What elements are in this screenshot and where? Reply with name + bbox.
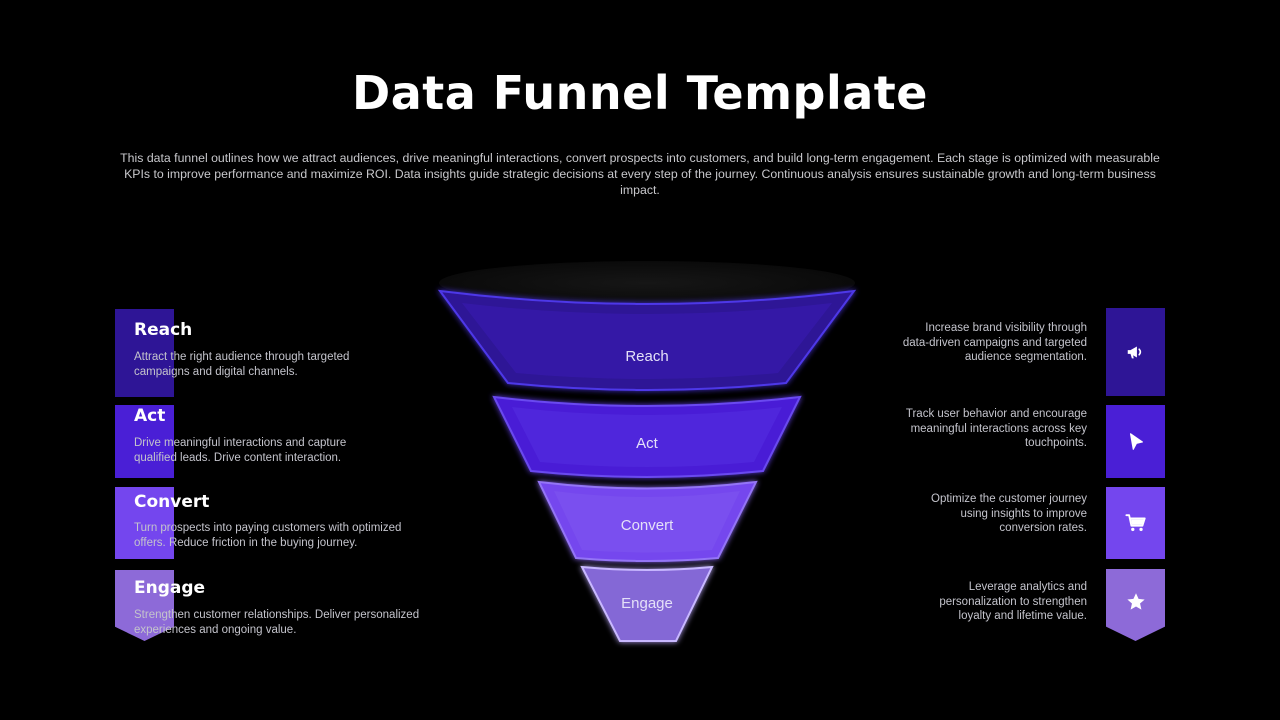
stage-ribbon-act — [115, 405, 174, 478]
slide-title: Data Funnel Template — [352, 66, 928, 120]
funnel-layer-reach-highlight — [462, 303, 832, 379]
funnel-label-reach: Reach — [625, 348, 668, 365]
funnel-layer-act-highlight — [512, 407, 782, 467]
funnel-layer-engage — [580, 565, 714, 642]
stage-ribbon-engage — [115, 570, 174, 641]
funnel-layer-convert-highlight — [554, 491, 740, 553]
stage-ribbon-convert — [115, 487, 174, 559]
stage-detail-reach: Increase brand visibility through data-d… — [902, 322, 1087, 363]
stage-icon-box-act — [1106, 405, 1165, 478]
stage-title-convert: Convert — [134, 492, 210, 512]
stage-ribbon-reach — [115, 309, 174, 397]
slide-description: This data funnel outlines how we attract… — [120, 151, 1160, 197]
star-icon — [1126, 593, 1145, 610]
funnel-diagram: Reach Act Convert Engage — [437, 261, 857, 642]
megaphone-icon — [1127, 346, 1141, 359]
cursor-icon — [1129, 432, 1143, 450]
stage-detail-act: Track user behavior and encourage meanin… — [905, 408, 1087, 449]
stage-icon-box-convert — [1106, 487, 1165, 559]
shopping-cart-icon — [1124, 514, 1146, 532]
stage-title-engage: Engage — [134, 578, 206, 598]
funnel-top-opening — [439, 261, 855, 305]
stage-icon-box-engage — [1106, 569, 1165, 641]
stage-description-convert: Turn prospects into paying customers wit… — [134, 522, 402, 549]
stage-icon-box-reach — [1106, 308, 1165, 396]
stage-title-reach: Reach — [134, 320, 193, 340]
funnel-label-convert: Convert — [621, 517, 674, 534]
stage-description-reach: Attract the right audience through targe… — [134, 351, 350, 378]
stage-detail-engage: Leverage analytics and personalization t… — [939, 581, 1087, 622]
stage-detail-convert: Optimize the customer journey using insi… — [931, 493, 1087, 534]
funnel-label-act: Act — [636, 435, 659, 452]
stage-description-engage: Strengthen customer relationships. Deliv… — [134, 609, 420, 636]
stage-title-act: Act — [134, 406, 166, 426]
stage-description-act: Drive meaningful interactions and captur… — [134, 437, 347, 464]
funnel-label-engage: Engage — [621, 595, 673, 612]
